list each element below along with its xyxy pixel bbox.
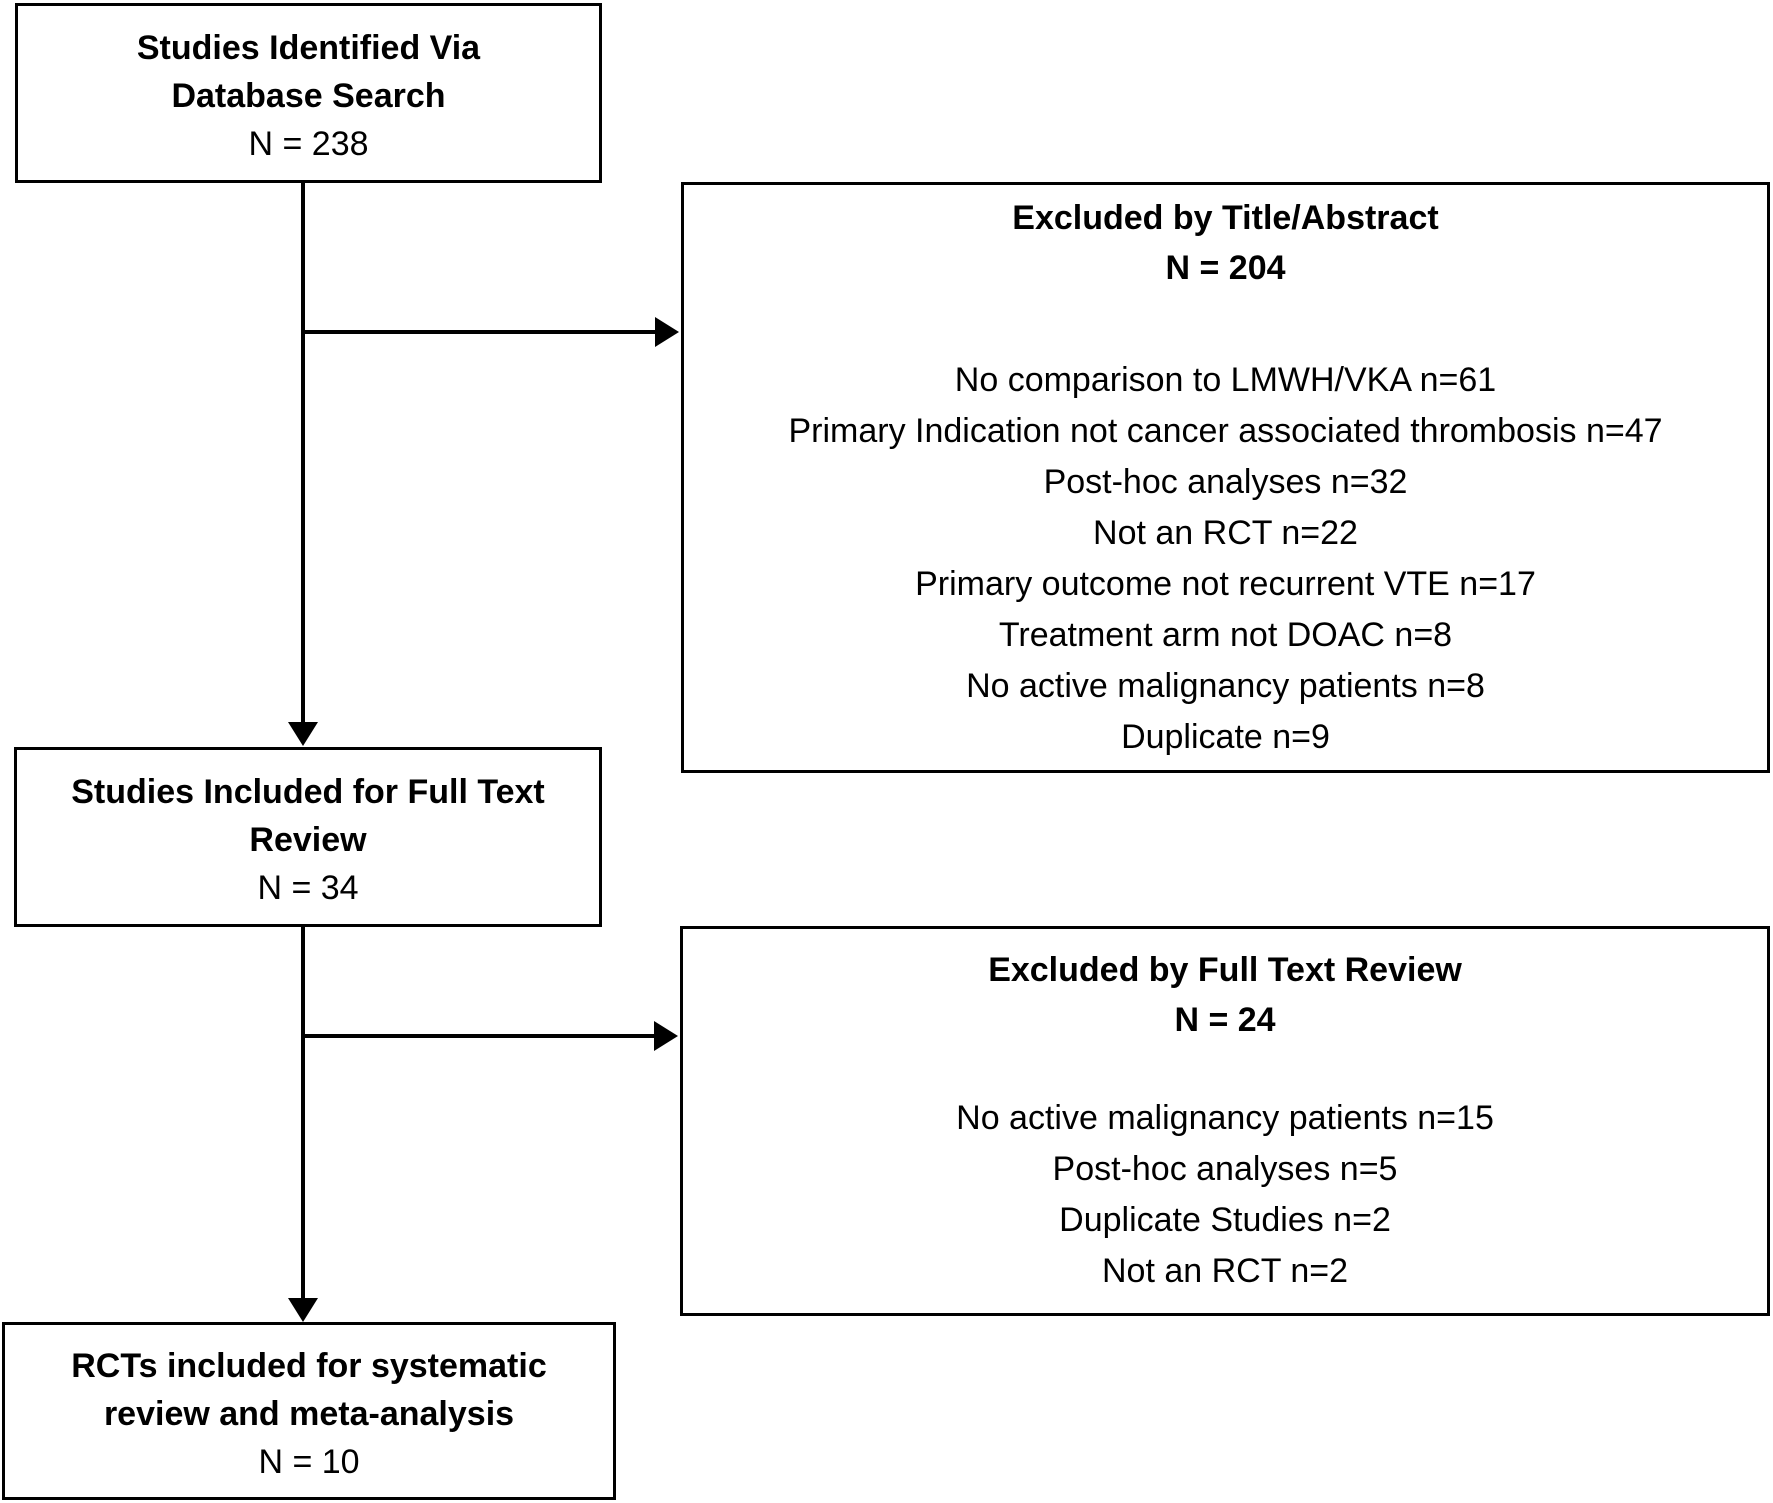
- connector-identified-to-fulltext-line: [301, 183, 305, 724]
- excluded-title-abstract-count: N = 204: [1165, 249, 1286, 287]
- full-text-review-count: N = 34: [257, 869, 359, 907]
- excluded-full-text-title: Excluded by Full Text Review: [988, 951, 1462, 989]
- exclusion-reason: Treatment arm not DOAC n=8: [998, 616, 1453, 654]
- studies-identified-title-line2: Database Search: [171, 77, 446, 115]
- studies-identified-count: N = 238: [248, 125, 369, 163]
- full-text-review-title-line1: Studies Included for Full Text: [71, 773, 545, 811]
- connector-identified-to-fulltext-arrowhead-icon: [288, 722, 318, 746]
- connector-to-excluded-title-abstract-line: [303, 330, 655, 334]
- full-text-review-title-line2: Review: [249, 821, 367, 859]
- exclusion-reason: No active malignancy patients n=15: [956, 1099, 1494, 1137]
- exclusion-reason: Duplicate Studies n=2: [1059, 1201, 1391, 1239]
- included-rcts-title-line1: RCTs included for systematic: [71, 1347, 547, 1385]
- studies-identified-title-line1: Studies Identified Via: [136, 29, 481, 67]
- connector-to-excluded-title-abstract-arrowhead-icon: [655, 317, 679, 347]
- exclusion-reason: Duplicate n=9: [1121, 718, 1330, 756]
- exclusion-reason: Primary Indication not cancer associated…: [788, 412, 1663, 450]
- exclusion-reason: Post-hoc analyses n=5: [1052, 1150, 1398, 1188]
- box-excluded-full-text: Excluded by Full Text Review N = 24 No a…: [680, 926, 1770, 1316]
- excluded-title-abstract-reasons: No comparison to LMWH/VKA n=61 Primary I…: [684, 355, 1767, 763]
- box-excluded-title-abstract: Excluded by Title/Abstract N = 204 No co…: [681, 182, 1770, 773]
- included-rcts-title-line2: review and meta-analysis: [103, 1395, 515, 1433]
- connector-fulltext-to-rcts-line: [301, 927, 305, 1300]
- excluded-full-text-reasons: No active malignancy patients n=15 Post-…: [683, 1093, 1767, 1297]
- excluded-full-text-count: N = 24: [1174, 1001, 1276, 1039]
- exclusion-reason: Post-hoc analyses n=32: [1043, 463, 1408, 501]
- exclusion-reason: No active malignancy patients n=8: [966, 667, 1485, 705]
- included-rcts-count: N = 10: [258, 1443, 360, 1481]
- exclusion-reason: Not an RCT n=2: [1101, 1252, 1348, 1290]
- exclusion-reason: Primary outcome not recurrent VTE n=17: [915, 565, 1536, 603]
- connector-to-excluded-full-text-line: [303, 1034, 654, 1038]
- excluded-title-abstract-title: Excluded by Title/Abstract: [1012, 199, 1439, 237]
- box-full-text-review: Studies Included for Full Text Review N …: [14, 747, 602, 927]
- box-included-rcts: RCTs included for systematic review and …: [2, 1322, 616, 1500]
- exclusion-reason: No comparison to LMWH/VKA n=61: [954, 361, 1497, 399]
- connector-fulltext-to-rcts-arrowhead-icon: [288, 1298, 318, 1322]
- exclusion-reason: Not an RCT n=22: [1093, 514, 1358, 552]
- box-studies-identified: Studies Identified Via Database Search N…: [15, 3, 602, 183]
- connector-to-excluded-full-text-arrowhead-icon: [654, 1021, 678, 1051]
